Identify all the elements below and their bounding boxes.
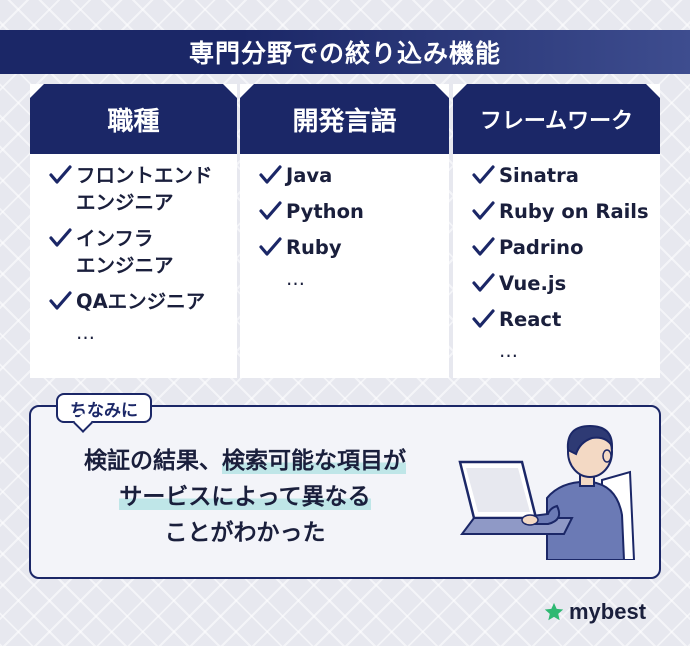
- more-ellipsis: …: [76, 322, 95, 344]
- check-icon: [49, 291, 72, 310]
- note-highlight: 検索可能な項目が: [222, 448, 406, 474]
- check-icon: [259, 201, 282, 220]
- mybest-logo: mybest: [543, 598, 646, 626]
- column-heading: フレームワーク: [453, 84, 660, 154]
- note-tag: ちなみに: [56, 393, 152, 423]
- logo-text: mybest: [569, 599, 647, 624]
- check-icon: [259, 165, 282, 184]
- check-icon: [259, 237, 282, 256]
- item-label: フロントエンド: [76, 164, 213, 187]
- note-text: 検証の結果、: [84, 448, 222, 474]
- item-label: QAエンジニア: [76, 290, 206, 313]
- more-ellipsis: …: [286, 268, 305, 290]
- item-label: Sinatra: [499, 164, 579, 187]
- item-label: React: [499, 308, 562, 331]
- list-item: フロントエンド エンジニア: [30, 162, 237, 216]
- list-item: QAエンジニア: [30, 288, 237, 315]
- item-label: インフラ: [76, 227, 154, 250]
- list-item: Padrino: [453, 234, 660, 261]
- check-icon: [49, 228, 72, 247]
- page-title: 専門分野での絞り込み機能: [0, 30, 690, 74]
- item-label-line2: エンジニア: [76, 191, 174, 214]
- list-item: Ruby on Rails: [453, 198, 660, 225]
- more-ellipsis: …: [499, 340, 518, 362]
- check-icon: [472, 237, 495, 256]
- column-list: フロントエンド エンジニア インフラ エンジニア QAエンジニア …: [30, 162, 237, 344]
- check-icon: [472, 309, 495, 328]
- item-label: Python: [286, 200, 364, 223]
- item-label: Ruby: [286, 236, 342, 259]
- column-job-type: 職種 フロントエンド エンジニア インフラ エンジニア QAエンジニア …: [30, 84, 237, 378]
- column-heading: 職種: [30, 84, 237, 154]
- item-label: Vue.js: [499, 272, 567, 295]
- person-laptop-illustration: [458, 424, 636, 560]
- list-item: Java: [240, 162, 449, 189]
- column-framework: フレームワーク Sinatra Ruby on Rails Padrino Vu…: [453, 84, 660, 378]
- list-item: Ruby: [240, 234, 449, 261]
- star-icon: [544, 602, 564, 621]
- list-item: Python: [240, 198, 449, 225]
- list-item: Vue.js: [453, 270, 660, 297]
- note-line-2: サービスによって異なる: [30, 482, 460, 512]
- list-item: インフラ エンジニア: [30, 225, 237, 279]
- note-line-3: ことがわかった: [30, 518, 460, 548]
- item-label: Ruby on Rails: [499, 200, 649, 223]
- column-language: 開発言語 Java Python Ruby …: [240, 84, 449, 378]
- column-heading: 開発言語: [240, 84, 449, 154]
- check-icon: [49, 165, 72, 184]
- note-text: ことがわかった: [164, 520, 326, 546]
- note-line-1: 検証の結果、検索可能な項目が: [30, 446, 460, 476]
- list-item: React: [453, 306, 660, 333]
- item-label: Java: [286, 164, 333, 187]
- check-icon: [472, 273, 495, 292]
- note-highlight: サービスによって異なる: [119, 484, 371, 510]
- column-list: Sinatra Ruby on Rails Padrino Vue.js Rea…: [453, 162, 660, 362]
- column-list: Java Python Ruby …: [240, 162, 449, 290]
- list-item: Sinatra: [453, 162, 660, 189]
- item-label-line2: エンジニア: [76, 254, 174, 277]
- check-icon: [472, 201, 495, 220]
- item-label: Padrino: [499, 236, 584, 259]
- check-icon: [472, 165, 495, 184]
